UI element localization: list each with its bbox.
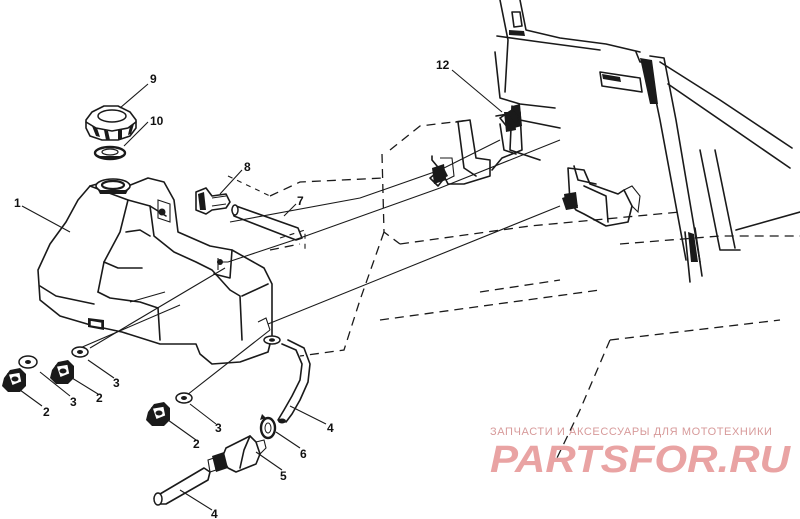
callout-labels: 1 9 10 8 7 12 2 3 2 3 2 3 4 6 5 4 bbox=[14, 58, 450, 519]
routing-lines bbox=[79, 139, 561, 396]
callout-2-left: 2 bbox=[43, 405, 50, 419]
filler-cap bbox=[85, 105, 137, 141]
callout-4-upper: 4 bbox=[327, 421, 334, 435]
callout-3-left: 3 bbox=[70, 395, 77, 409]
callout-3-middle: 3 bbox=[113, 376, 120, 390]
callout-5: 5 bbox=[280, 469, 287, 483]
fuel-line-connectors bbox=[429, 109, 578, 210]
watermark-caption: ЗАПЧАСТИ И АКСЕССУАРЫ ДЛЯ МОТОТЕХНИКИ bbox=[490, 426, 773, 438]
watermark-logo: PARTSFOR.RU bbox=[490, 439, 792, 478]
phantom-body-outline bbox=[227, 119, 800, 461]
callout-3-lower: 3 bbox=[215, 421, 222, 435]
callout-2-lower: 2 bbox=[193, 437, 200, 451]
callout-6: 6 bbox=[300, 447, 307, 461]
callout-9: 9 bbox=[150, 72, 157, 86]
watermark-logo-text: PARTSFOR.RU bbox=[490, 439, 792, 478]
vent-fitting bbox=[195, 187, 231, 215]
callout-12: 12 bbox=[436, 58, 450, 72]
callout-1: 1 bbox=[14, 196, 21, 210]
fuel-hose-tank-outlet bbox=[277, 339, 311, 424]
fuel-tank bbox=[37, 177, 281, 365]
washer-nut-set-lower bbox=[146, 392, 193, 426]
washer-nut-set-middle bbox=[50, 346, 89, 384]
hose-clamp bbox=[259, 414, 277, 440]
callout-7: 7 bbox=[297, 194, 304, 208]
vent-hose bbox=[231, 204, 303, 241]
inline-fuel-filter bbox=[207, 435, 267, 473]
cap-gasket bbox=[93, 145, 127, 161]
rear-mount-brackets bbox=[431, 104, 641, 227]
callout-4-lower: 4 bbox=[211, 507, 218, 519]
leader-lines bbox=[19, 69, 503, 511]
frame-structure bbox=[494, 0, 800, 283]
callout-8: 8 bbox=[244, 160, 251, 174]
callout-10: 10 bbox=[150, 114, 164, 128]
fuel-hose-filter-outlet bbox=[153, 467, 211, 506]
callout-2-middle: 2 bbox=[96, 391, 103, 405]
washer-nut-set-left bbox=[2, 355, 38, 392]
